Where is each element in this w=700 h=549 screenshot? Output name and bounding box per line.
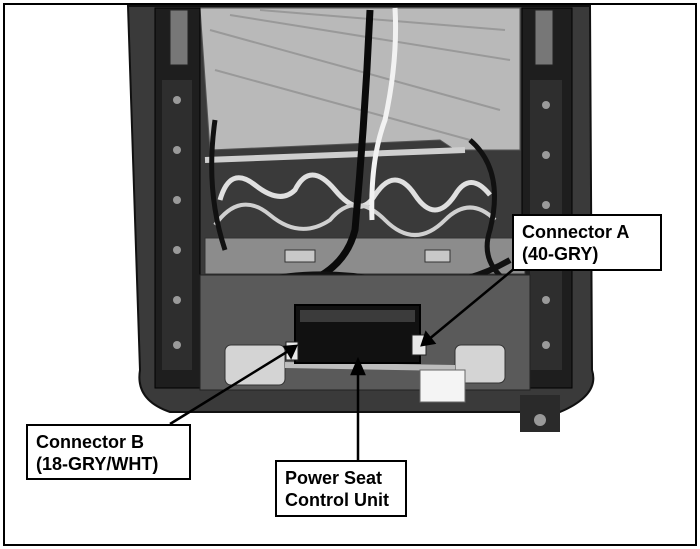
callout-connector-a-line2: (40-GRY) <box>522 244 599 264</box>
callout-control-unit-line1: Power Seat <box>285 468 383 488</box>
arrow-connector-a <box>427 267 516 341</box>
arrow-connector-b <box>169 348 291 426</box>
callout-control-unit-line2: Control Unit <box>285 490 389 510</box>
callout-connector-b-line2: (18-GRY/WHT) <box>36 454 159 474</box>
callout-arrows <box>169 267 516 460</box>
callout-connector-b: Connector B (18-GRY/WHT) <box>26 424 191 480</box>
seat-bottom-bracket <box>520 395 560 432</box>
callout-connector-a: Connector A (40-GRY) <box>512 214 662 271</box>
callout-control-unit: Power Seat Control Unit <box>275 460 407 517</box>
callout-connector-a-line1: Connector A <box>522 222 630 242</box>
callout-connector-b-line1: Connector B <box>36 432 144 452</box>
left-seat-motor <box>224 344 286 386</box>
right-seat-motor <box>454 344 506 384</box>
control-unit-label-sticker <box>419 369 466 403</box>
seat-cross-bar <box>204 237 526 275</box>
